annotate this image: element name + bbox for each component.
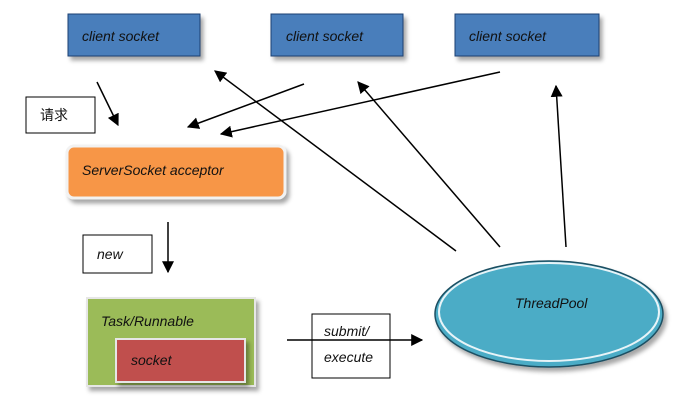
arrow-threadpool-to-client2 — [357, 81, 501, 248]
new-label-box: new — [82, 234, 153, 274]
arrows — [96, 70, 567, 346]
acceptor-box: ServerSocket acceptor — [65, 144, 287, 200]
socket-box: socket — [115, 338, 246, 383]
request-label: 请求 — [40, 108, 68, 124]
request-label-box: 请求 — [25, 96, 96, 134]
client-socket-1: client socket — [67, 13, 201, 57]
arrow-threadpool-to-client3 — [550, 84, 567, 248]
arrow-client1-to-acceptor — [96, 81, 119, 127]
arrow-threadpool-to-client1 — [214, 70, 457, 252]
client-socket-3-label: client socket — [469, 28, 547, 44]
arrow-client2-to-acceptor — [186, 83, 305, 129]
new-label: new — [97, 246, 124, 262]
acceptor-label: ServerSocket acceptor — [82, 162, 225, 178]
arrow-client3-to-acceptor — [219, 71, 501, 138]
client-socket-2-label: client socket — [286, 28, 364, 44]
socket-label: socket — [131, 352, 173, 368]
threadpool-label: ThreadPool — [515, 295, 588, 311]
submit-label-line2: execute — [324, 349, 373, 365]
submit-label-line1: submit/ — [324, 323, 371, 339]
client-socket-3: client socket — [454, 13, 600, 57]
submit-label-box: submit/ execute — [311, 313, 391, 379]
threadpool-ellipse: ThreadPool — [434, 260, 664, 368]
task-label: Task/Runnable — [101, 313, 194, 329]
client-socket-2: client socket — [270, 13, 404, 57]
client-socket-1-label: client socket — [82, 28, 160, 44]
